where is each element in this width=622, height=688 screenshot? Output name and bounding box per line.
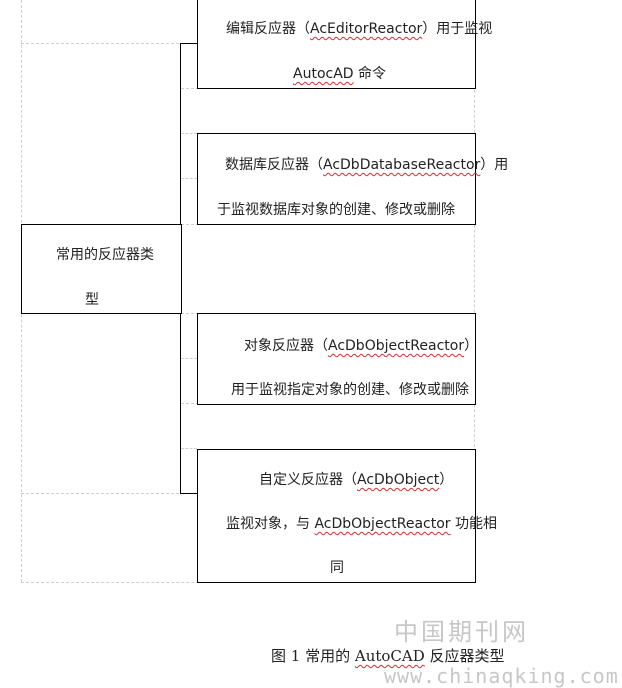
grid-line — [474, 0, 475, 582]
center-label-line1: 常用的反应器类 — [56, 247, 154, 263]
figure-caption: 图 1 常用的 AutoCAD 反应器类型 — [271, 647, 505, 665]
grid-line — [181, 448, 197, 449]
custom-reactor-title: 自定义反应器（AcDbObject） — [259, 472, 454, 488]
center-category-box: 常用的反应器类 型 — [21, 224, 182, 314]
database-reactor-box: 数据库反应器（AcDbDatabaseReactor）用 于监视数据库对象的创建… — [197, 133, 508, 225]
grid-line — [21, 43, 179, 44]
database-reactor-desc: 于监视数据库对象的创建、修改或删除 — [217, 202, 455, 218]
custom-reactor-desc-end: 同 — [330, 560, 344, 576]
grid-line — [181, 178, 197, 179]
watermark-url: www.chinaqking.com — [384, 664, 619, 688]
object-reactor-box: 对象反应器（AcDbObjectReactor） 用于监视指定对象的创建、修改或… — [197, 313, 479, 405]
grid-line — [181, 133, 197, 134]
database-reactor-title: 数据库反应器（AcDbDatabaseReactor）用 — [225, 157, 509, 173]
object-reactor-title: 对象反应器（AcDbObjectReactor） — [244, 338, 479, 354]
editor-reactor-desc: AutocAD 命令 — [293, 66, 387, 82]
object-reactor-desc: 用于监视指定对象的创建、修改或删除 — [231, 382, 469, 398]
grid-line — [181, 358, 197, 359]
bracket-tick-bottom — [180, 493, 198, 494]
custom-reactor-desc: 监视对象，与 AcDbObjectReactor 功能相 — [226, 516, 497, 532]
custom-reactor-box: 自定义反应器（AcDbObject） 监视对象，与 AcDbObjectReac… — [197, 449, 497, 583]
watermark-chinese: 中国期刊网 — [394, 618, 529, 646]
grid-line — [21, 493, 179, 494]
bracket-tick-top — [180, 43, 198, 44]
center-label-line2: 型 — [85, 292, 99, 308]
editor-reactor-box: 编辑反应器（AcEditorReactor）用于监视 AutocAD 命令 — [197, 0, 492, 89]
editor-reactor-title: 编辑反应器（AcEditorReactor）用于监视 — [226, 21, 493, 37]
